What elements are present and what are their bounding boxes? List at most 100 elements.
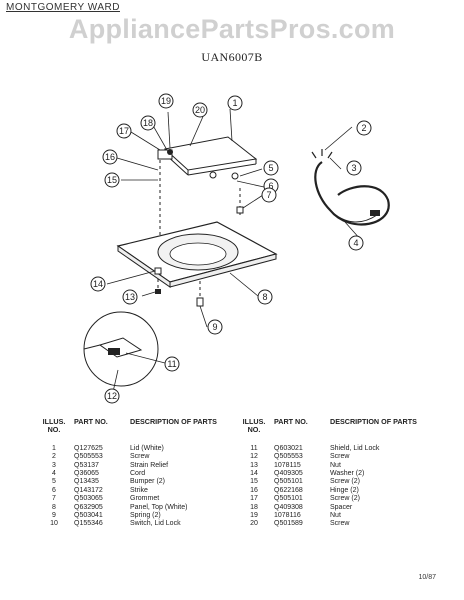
svg-text:3: 3	[351, 163, 356, 173]
svg-text:4: 4	[353, 238, 358, 248]
callout-11: 11	[164, 356, 180, 372]
callout-3: 3	[346, 160, 362, 176]
brand-name: MONTGOMERY WARD	[6, 2, 120, 13]
description-cell: Cord	[130, 470, 146, 478]
illus-no-cell: 19	[250, 512, 258, 520]
part-no-cell: Q603021	[274, 444, 303, 452]
illus-no-cell: 9	[52, 512, 56, 520]
svg-text:9: 9	[212, 322, 217, 332]
svg-text:14: 14	[93, 279, 103, 289]
description-cell: Screw	[330, 453, 350, 461]
callout-1: 1	[227, 95, 243, 111]
description-cell: Spacer	[330, 503, 353, 511]
part-no-cell: Q505553	[74, 453, 103, 461]
col-description: DESCRIPTION OF PARTS	[130, 417, 217, 426]
col-illus-no: ILLUS. NO.	[42, 417, 66, 435]
illus-no-cell: 6	[52, 486, 56, 494]
callout-8: 8	[257, 289, 273, 305]
svg-text:8: 8	[262, 292, 267, 302]
svg-text:20: 20	[195, 105, 205, 115]
parts-table-header: ILLUS. NO. PART NO. DESCRIPTION OF PARTS…	[38, 417, 438, 435]
description-cell: Grommet	[130, 495, 160, 503]
callout-4: 4	[348, 235, 364, 251]
illus-no-cell: 11	[250, 444, 258, 452]
description-cell: Bumper (2)	[130, 478, 166, 486]
illus-no-cell: 1	[52, 444, 56, 452]
illus-no-cell: 18	[250, 503, 258, 511]
illus-no-cell: 3	[52, 461, 56, 469]
callout-17: 17	[116, 123, 132, 139]
table-row: 4 Q36065 Cord 14 Q409305 Washer (2)	[38, 470, 438, 478]
part-no-cell: Q127625	[74, 444, 103, 452]
description-cell: Washer (2)	[330, 470, 365, 478]
part-no-cell: Q13435	[74, 478, 99, 486]
callout-2: 2	[356, 120, 372, 136]
callout-15: 15	[104, 172, 120, 188]
part-no-cell: Q409308	[274, 503, 303, 511]
svg-text:7: 7	[266, 190, 271, 200]
part-no-cell: Q505101	[274, 495, 303, 503]
illus-no-cell: 4	[52, 470, 56, 478]
part-no-cell: 1078115	[274, 461, 301, 469]
part-no-cell: Q409305	[274, 470, 303, 478]
part-no-cell: Q501589	[274, 520, 303, 528]
description-cell: Panel, Top (White)	[130, 503, 188, 511]
part-no-cell: Q53137	[74, 461, 99, 469]
illus-no-cell: 15	[250, 478, 258, 486]
callout-12: 12	[104, 388, 120, 404]
part-no-cell: Q143172	[74, 486, 103, 494]
svg-text:18: 18	[143, 118, 153, 128]
description-cell: Screw	[130, 453, 150, 461]
table-row: 8 Q632905 Panel, Top (White) 18 Q409308 Space…	[38, 504, 438, 512]
illus-no-cell: 12	[250, 453, 258, 461]
description-cell: Screw (2)	[330, 495, 360, 503]
description-cell: Spring (2)	[130, 512, 161, 520]
part-no-cell: Q505101	[274, 478, 303, 486]
model-number: UAN6007B	[201, 50, 263, 64]
part-no-cell: Q503065	[74, 495, 103, 503]
svg-text:16: 16	[105, 152, 115, 162]
col-description: DESCRIPTION OF PARTS	[330, 417, 417, 426]
description-cell: Screw	[330, 520, 350, 528]
svg-text:6: 6	[268, 181, 273, 191]
svg-text:15: 15	[107, 175, 117, 185]
description-cell: Lid (White)	[130, 444, 164, 452]
exploded-parts-diagram: 1 2 3 4 5 6 7 8 9 11 12 13 14 15 16 17 1…	[83, 93, 390, 404]
callout-7: 7	[261, 187, 277, 203]
col-part-no: PART NO.	[274, 417, 308, 426]
revision-date: 10/87	[418, 574, 436, 581]
description-cell: Strike	[130, 486, 148, 494]
illus-no-cell: 5	[52, 478, 56, 486]
callout-5: 5	[263, 160, 279, 176]
part-no-cell: Q622168	[274, 486, 303, 494]
part-no-cell: Q632905	[74, 503, 103, 511]
part-no-cell: Q36065	[74, 470, 99, 478]
description-cell: Hinge (2)	[330, 486, 359, 494]
illus-no-cell: 7	[52, 495, 56, 503]
part-no-cell: Q503041	[74, 512, 103, 520]
svg-text:2: 2	[361, 123, 366, 133]
lid-drawing	[163, 136, 258, 171]
illus-no-cell: 13	[250, 461, 258, 469]
part-no-cell: Q155346	[74, 520, 103, 528]
callout-19: 19	[158, 93, 174, 109]
illus-no-cell: 14	[250, 470, 258, 478]
illus-no-cell: 8	[52, 503, 56, 511]
svg-text:13: 13	[125, 292, 135, 302]
parts-table: ILLUS. NO. PART NO. DESCRIPTION OF PARTS…	[38, 417, 438, 529]
svg-text:12: 12	[107, 391, 117, 401]
illus-no-cell: 10	[50, 520, 58, 528]
watermark: AppliancePartsPros.com	[68, 14, 396, 44]
part-no-cell: 1078116	[274, 512, 301, 520]
col-part-no: PART NO.	[74, 417, 108, 426]
svg-text:11: 11	[167, 359, 176, 369]
svg-text:19: 19	[161, 96, 171, 106]
